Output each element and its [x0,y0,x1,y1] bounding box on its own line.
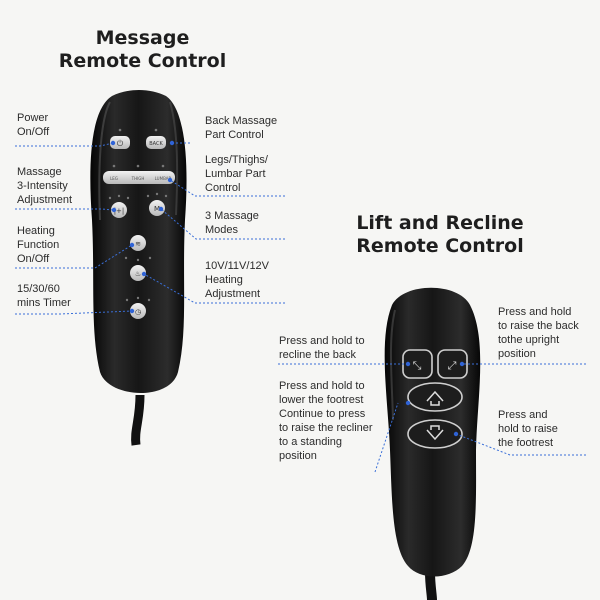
timer-label-line: 15/30/60 [17,283,60,295]
raise-footrest-label-line: the footrest [498,437,554,449]
voltage-label-line: 10V/11V/12V [205,260,270,272]
lift-leader-dots [405,361,465,437]
thigh-key-label: THIGH [131,176,145,181]
mode-button [149,200,165,216]
power-icon: ⏻ [117,139,124,148]
legs-label-line: Lumbar Part [205,168,266,180]
timer-label-line: mins Timer [17,297,71,309]
part-control-strip [103,171,175,184]
heat-icon: ≋ [135,240,141,248]
power-label: Power On/Off [17,111,49,139]
lower-footrest-label-line: Continue to press [279,408,366,420]
back-massage-label: Back Massage Part Control [205,114,277,142]
voltage-label-line: Heating [205,274,243,286]
lower-footrest-label-line: to a standing [279,436,342,448]
lower-footrest-button [407,382,463,412]
timer-icon: ◷ [135,308,142,316]
lower-footrest-label: Press and hold to lower the footrest Con… [279,379,373,463]
modes-label-line: Modes [205,224,239,236]
message-remote-title-line1: Message [95,27,190,49]
power-button [110,136,130,149]
recline-back-label-line: Press and hold to [279,335,365,347]
raise-footrest-label: Press and hold to raise the footrest [498,408,558,450]
leg-key-label: LEG [110,176,118,181]
lumbar-key-label: LUMBAR [155,176,172,181]
raise-footrest-label-line: hold to raise [498,423,558,435]
intensity-label-line: 3-Intensity [17,180,68,192]
lift-remote-title-line2: Remote Control [356,235,524,257]
intensity-label-line: Adjustment [17,194,73,206]
voltage-label: 10V/11V/12V Heating Adjustment [205,259,269,301]
modes-label-line: 3 Massage [205,210,259,222]
heating-label: Heating Function On/Off [17,224,59,266]
back-button [146,136,166,149]
raise-back-label-line: Press and hold [498,306,572,318]
raise-back-label-line: position [498,348,536,360]
message-remote-title-line2: Remote Control [58,50,227,72]
back-massage-label-line: Back Massage [205,115,278,127]
raise-back-button [437,349,468,379]
back-key-label: BACK [149,141,163,147]
power-label-line: On/Off [17,126,50,138]
lower-footrest-label-line: to raise the recliner [279,422,373,434]
raise-back-label: Press and hold to raise the back tothe u… [498,305,579,361]
back-massage-label-line: Part Control [205,129,264,141]
massage-remote-cord [131,394,145,446]
lift-remote-title: Lift and Recline Remote Control [340,212,540,258]
raise-back-label-line: tothe upright [498,334,560,346]
indicator-lights [108,128,168,302]
legs-label-line: Legs/Thighs/ [205,154,268,166]
intensity-button [111,202,127,218]
massage-leader-lines [15,142,285,315]
lower-footrest-label-line: position [279,450,317,462]
recline-icon: ⤡ [413,359,422,372]
message-remote-title: Message Remote Control [50,27,235,73]
arrow-down-icon [426,425,444,441]
heating-button [130,235,146,251]
svg-text:|+|: |+| [114,207,125,215]
heating-label-line: Function [17,239,60,251]
massage-leader-dots [110,140,175,314]
intensity-label: Massage 3-Intensity Adjustment [17,165,72,207]
arrow-up-icon [426,390,444,406]
recline-back-label: Press and hold to recline the back [279,334,365,362]
raise-footrest-label-line: Press and [498,409,548,421]
power-label-line: Power [17,112,49,124]
lower-footrest-label-line: Press and hold to [279,380,365,392]
recline-back-label-line: recline the back [279,349,357,361]
legs-label-line: Control [205,182,241,194]
heating-label-line: Heating [17,225,55,237]
modes-label: 3 Massage Modes [205,209,259,237]
heating-label-line: On/Off [17,253,50,265]
timer-label: 15/30/60 mins Timer [17,282,71,310]
raise-back-label-line: to raise the back [498,320,579,332]
upright-icon: ⤢ [448,359,457,372]
voltage-label-line: Adjustment [205,288,261,300]
voltage-button [130,265,146,281]
timer-button [130,303,146,319]
seat-heat-icon: ♨ [135,270,141,278]
intensity-label-line: Massage [17,166,62,178]
legs-label: Legs/Thighs/ Lumbar Part Control [205,153,268,195]
lift-leader-lines [278,363,586,473]
lift-remote-title-line1: Lift and Recline [356,212,524,234]
raise-footrest-button [407,419,463,449]
mode-key-label: M [154,205,160,213]
lower-footrest-label-line: lower the footrest [279,394,364,406]
